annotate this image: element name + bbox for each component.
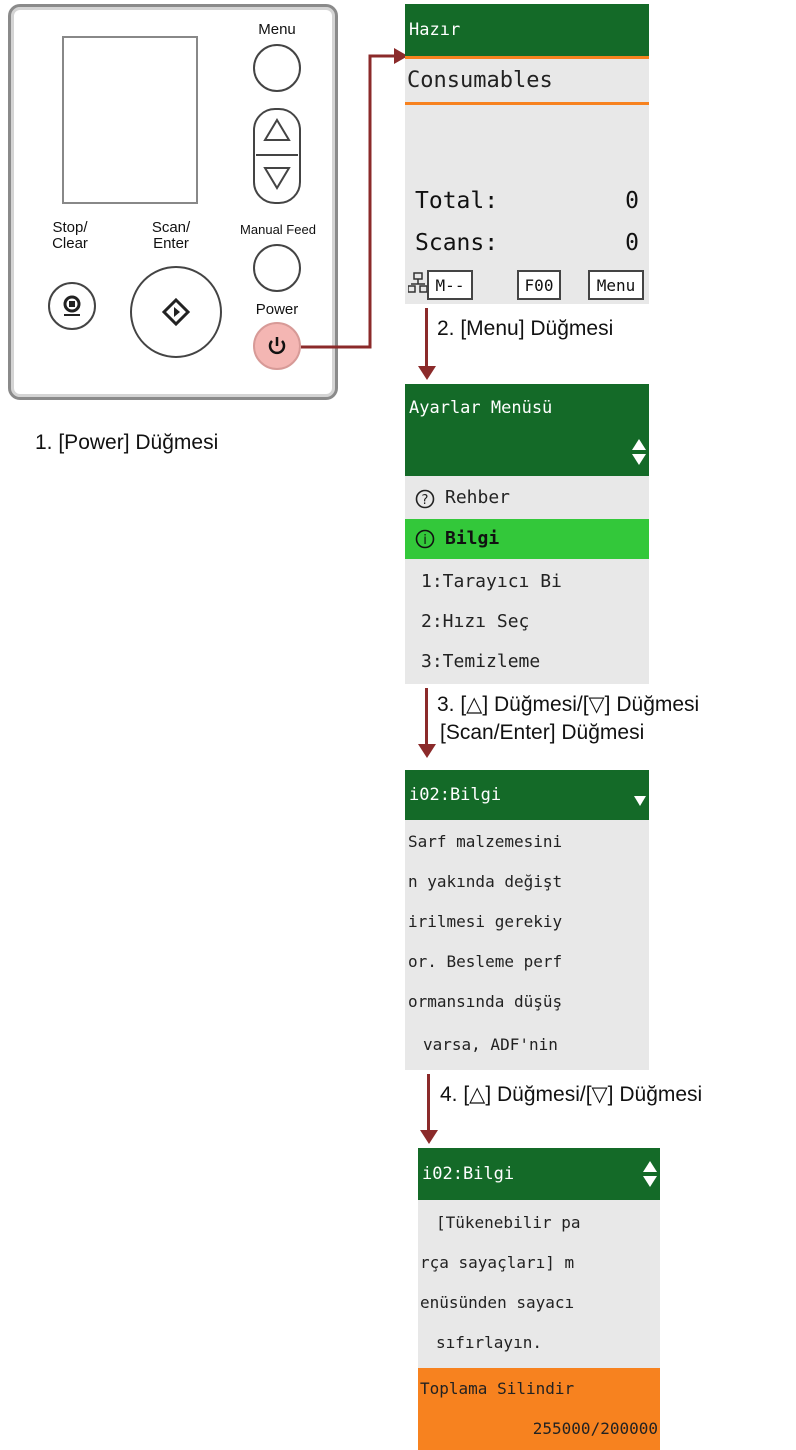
- scan-button-label: Scan/ Enter: [136, 220, 206, 252]
- menu-item-info-label: Bilgi: [445, 528, 500, 549]
- step2-arrow-line: [425, 308, 428, 368]
- step3-caption-line2: [Scan/Enter] Düğmesi: [440, 721, 645, 744]
- menu-item-info[interactable]: i Bilgi: [405, 519, 649, 559]
- manual-feed-button[interactable]: [253, 244, 301, 292]
- stop-clear-button[interactable]: [48, 282, 96, 330]
- screen1-orange-rule-2: [405, 102, 649, 105]
- screen1-orange-rule: [405, 56, 649, 59]
- power-connector-arrow: [301, 48, 408, 349]
- step2-caption: 2. [Menu] Düğmesi: [437, 317, 614, 340]
- scroll-updown-icon: [643, 1161, 657, 1187]
- counter-name: Toplama Silindir: [420, 1379, 575, 1398]
- total-value: 0: [625, 188, 639, 214]
- help-icon: ?: [415, 489, 435, 509]
- info-line-6: varsa, ADF'nin: [423, 1035, 558, 1054]
- screen1-header: Hazır: [405, 4, 649, 56]
- reset-line-1: [Tükenebilir pa: [436, 1213, 581, 1232]
- svg-text:i: i: [423, 533, 427, 548]
- screen4-header: i02:Bilgi: [418, 1148, 660, 1200]
- step4-arrow-head: [420, 1130, 438, 1144]
- screen2-header: Ayarlar Menüsü: [405, 384, 649, 476]
- info-line-3: irilmesi gerekiy: [408, 912, 563, 931]
- panel-lcd-display: [62, 36, 198, 204]
- screen-settings-menu: Ayarlar Menüsü ? Rehber i Bilgi 1:Tarayı…: [405, 384, 649, 684]
- total-label: Total:: [415, 188, 499, 214]
- info-line-1: Sarf malzemesini: [408, 832, 563, 851]
- step4-caption: 4. [△] Düğmesi/[▽] Düğmesi: [440, 1083, 703, 1106]
- menu-tag: Menu: [588, 270, 644, 300]
- svg-text:?: ?: [422, 493, 429, 508]
- power-icon: [268, 337, 286, 355]
- manual-feed-button-label: Manual Feed: [240, 222, 316, 237]
- info-line-2: n yakında değişt: [408, 872, 563, 891]
- reset-line-2: rça sayaçları] m: [420, 1253, 575, 1272]
- scroll-updown-icon: [632, 439, 646, 465]
- menu-item-cleaning[interactable]: 3:Temizleme: [421, 651, 541, 672]
- step3-arrow-head: [418, 744, 436, 758]
- screen1-subheader: Consumables: [407, 68, 553, 93]
- menu-button[interactable]: [253, 44, 301, 92]
- stop-label-line1: Stop/: [52, 219, 88, 236]
- power-button[interactable]: [253, 322, 301, 370]
- menu-item-guide-label: Rehber: [445, 487, 511, 508]
- screen-info-page2: i02:Bilgi [Tükenebilir pa rça sayaçları]…: [418, 1148, 660, 1450]
- scans-value: 0: [625, 230, 639, 256]
- menu-item-speed[interactable]: 2:Hızı Seç: [421, 611, 530, 632]
- info-icon: i: [415, 529, 435, 549]
- stop-button-label: Stop/ Clear: [40, 220, 100, 252]
- step4-arrow-line: [427, 1074, 430, 1132]
- scans-label: Scans:: [415, 230, 499, 256]
- screen3-title: i02:Bilgi: [409, 785, 502, 805]
- info-line-5: ormansında düşüş: [408, 992, 563, 1011]
- stop-icon: [63, 295, 81, 316]
- reset-line-3: enüsünden sayacı: [420, 1293, 575, 1312]
- menu-item-scanner-info[interactable]: 1:Tarayıcı Bi: [421, 571, 562, 592]
- step2-arrow-head: [418, 366, 436, 380]
- scroll-down-icon: [634, 796, 646, 806]
- screen4-title: i02:Bilgi: [422, 1164, 515, 1184]
- screen-ready: Hazır Consumables Total: 0 Scans: 0 M-- …: [405, 4, 649, 304]
- network-icon: [408, 272, 428, 293]
- counter-highlight: Toplama Silindir 255000/200000: [418, 1368, 660, 1450]
- step1-caption: 1. [Power] Düğmesi: [35, 431, 219, 454]
- scan-label-line1: Scan/: [151, 219, 191, 236]
- screen2-title: Ayarlar Menüsü: [409, 398, 553, 418]
- power-button-label: Power: [255, 301, 299, 318]
- scan-enter-button[interactable]: [130, 266, 222, 358]
- menu-button-label: Menu: [258, 21, 296, 38]
- info-line-4: or. Besleme perf: [408, 952, 563, 971]
- up-triangle-icon[interactable]: [262, 116, 292, 146]
- down-triangle-icon[interactable]: [262, 162, 292, 192]
- screen3-header: i02:Bilgi: [405, 770, 649, 820]
- scan-diamond-icon: [161, 297, 191, 327]
- rocker-divider: [256, 154, 298, 156]
- stop-label-line2: Clear: [52, 235, 88, 252]
- step3-caption-line1: 3. [△] Düğmesi/[▽] Düğmesi: [437, 693, 700, 716]
- code-tag: F00: [517, 270, 561, 300]
- menu-item-guide[interactable]: ? Rehber: [405, 479, 649, 517]
- screen2-rule: [405, 476, 649, 479]
- step3-arrow-line: [425, 688, 428, 746]
- counter-value: 255000/200000: [532, 1419, 658, 1438]
- scan-label-line2: Enter: [153, 235, 189, 252]
- mode-tag: M--: [427, 270, 473, 300]
- reset-line-4: sıfırlayın.: [436, 1333, 542, 1352]
- screen-info-page1: i02:Bilgi Sarf malzemesini n yakında değ…: [405, 770, 649, 1070]
